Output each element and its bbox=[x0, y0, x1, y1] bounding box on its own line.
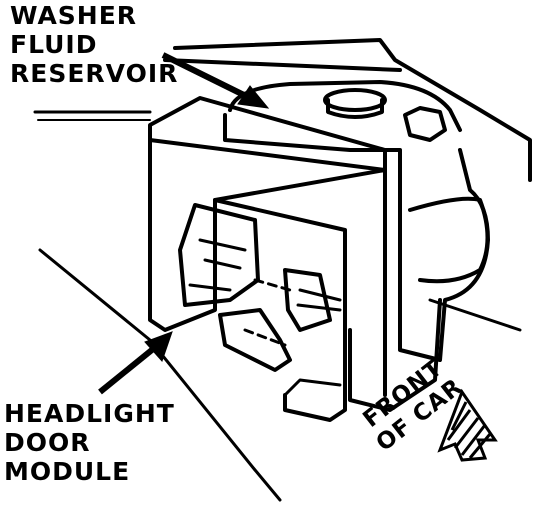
washer-fluid-reservoir-line-1: WASHER bbox=[10, 1, 138, 30]
reservoir-top bbox=[228, 80, 462, 132]
reservoir-bulge bbox=[408, 196, 490, 284]
bracket-face bbox=[148, 138, 347, 422]
connector-socket bbox=[283, 268, 332, 332]
dashed-guide-1 bbox=[253, 278, 292, 292]
headlight-door-module-label: HEADLIGHT DOOR MODULE bbox=[4, 399, 175, 486]
washer-fluid-reservoir-line-3: RESERVOIR bbox=[10, 59, 179, 88]
reservoir-lower bbox=[348, 298, 442, 412]
module-body bbox=[178, 203, 260, 307]
headlight-door-module-line-2: DOOR bbox=[4, 428, 91, 457]
bracket-top bbox=[148, 96, 387, 172]
front-of-car-arrow bbox=[437, 388, 498, 462]
reservoir-cap-ridges bbox=[326, 98, 384, 119]
washer-fluid-reservoir-line-2: FLUID bbox=[10, 30, 98, 59]
wire-harness bbox=[296, 288, 342, 312]
pump-connector bbox=[403, 106, 447, 142]
bracket-mount bbox=[283, 378, 342, 397]
fender-panel bbox=[173, 38, 532, 182]
module-detail bbox=[188, 238, 247, 292]
module-leader-arrow bbox=[98, 331, 173, 395]
reservoir-body bbox=[223, 113, 490, 362]
dashed-guide-2 bbox=[243, 328, 287, 347]
floor-line bbox=[38, 248, 282, 502]
headlight-door-module-line-1: HEADLIGHT bbox=[4, 399, 175, 428]
washer-fluid-reservoir-label: WASHER FLUID RESERVOIR bbox=[10, 1, 178, 88]
reservoir-cap bbox=[323, 88, 387, 112]
bracket-face-inner bbox=[213, 168, 387, 202]
connector-plug bbox=[218, 308, 292, 372]
reservoir-leader-arrow bbox=[161, 52, 270, 109]
fender-edge bbox=[163, 58, 402, 72]
headlight-door-module-line-3: MODULE bbox=[4, 457, 131, 486]
